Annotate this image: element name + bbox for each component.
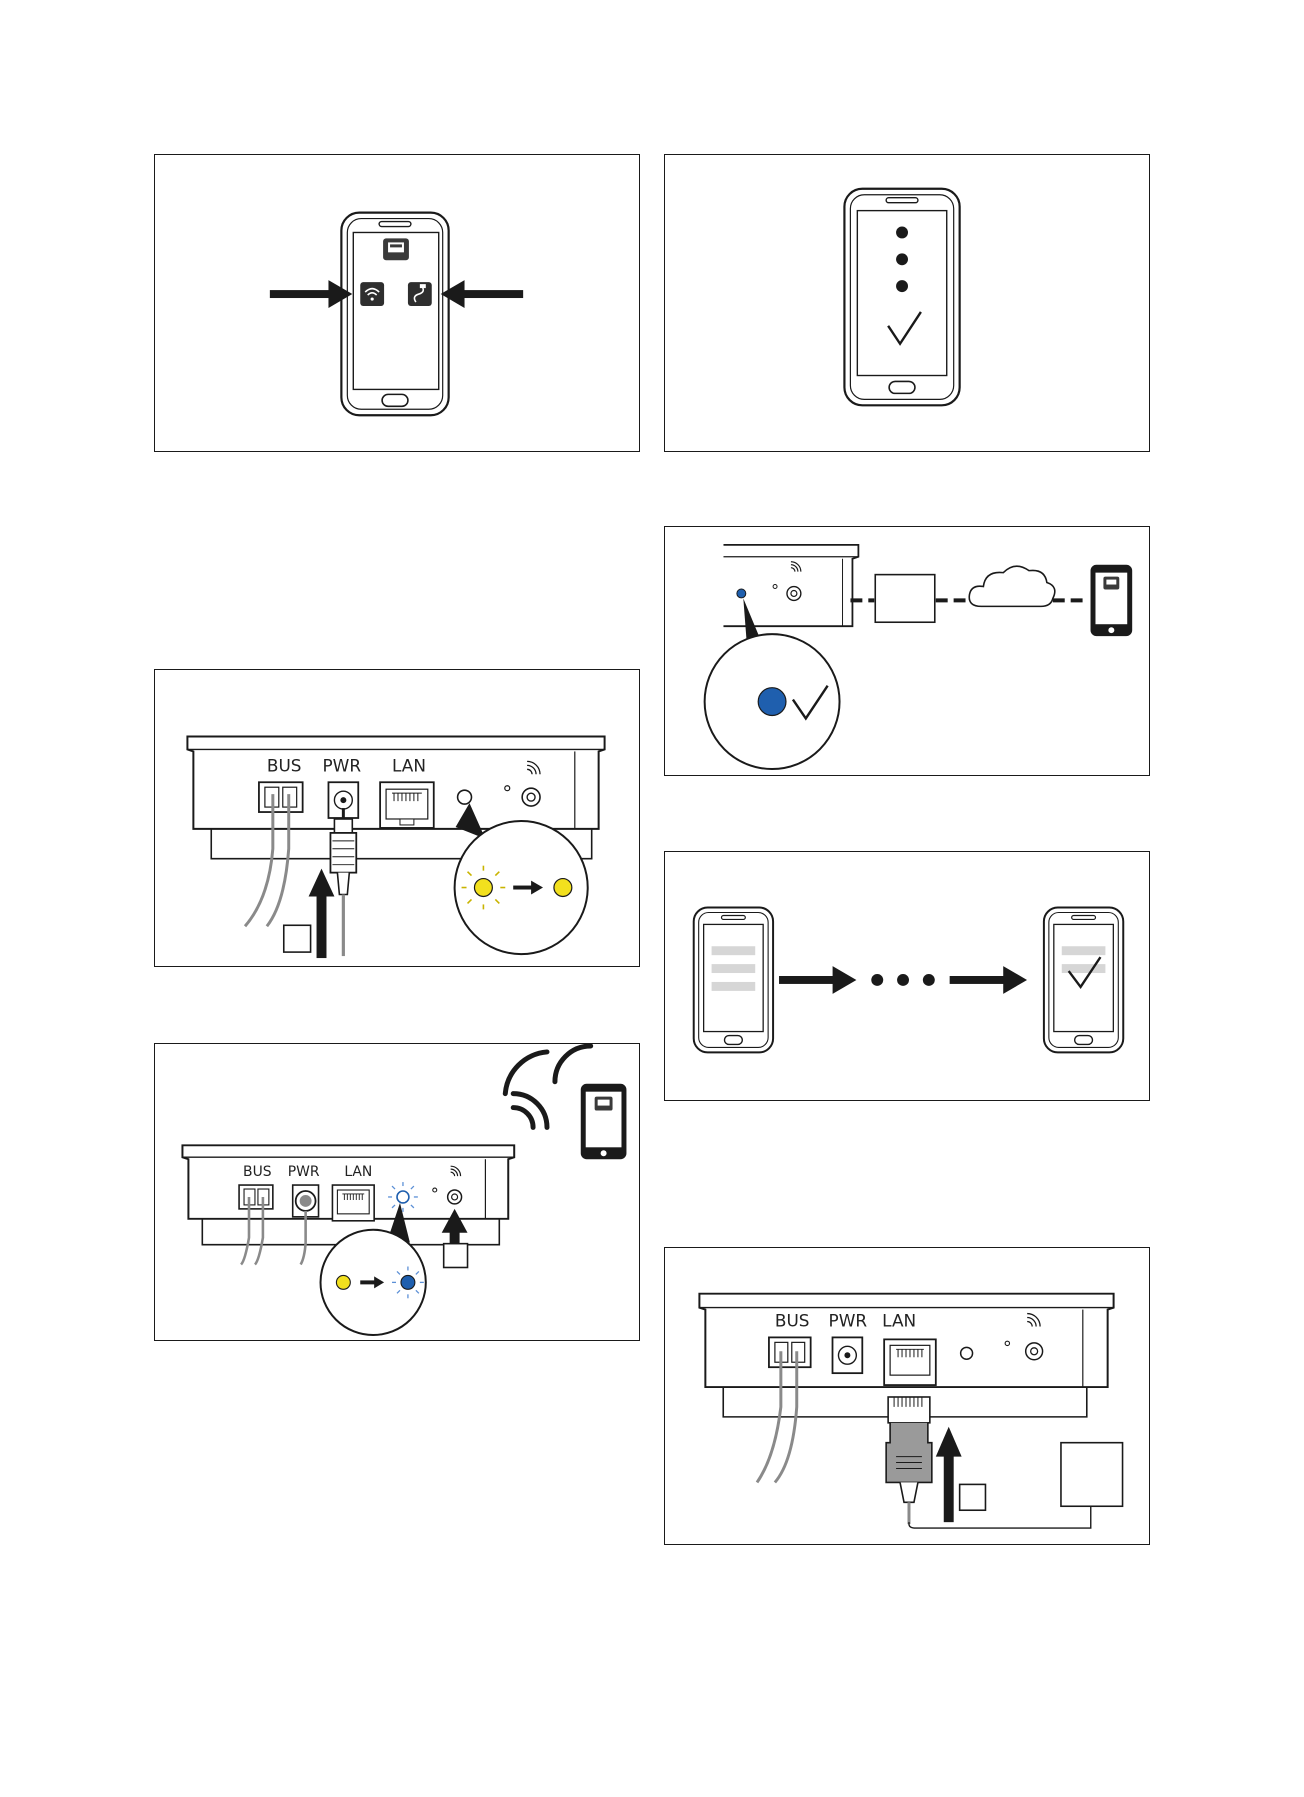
- gateway-device: [723, 545, 858, 626]
- router-box: [875, 575, 935, 623]
- port-label-bus: BUS: [243, 1164, 272, 1180]
- led-solid-blue: [758, 688, 786, 716]
- port-label-bus: BUS: [267, 755, 302, 775]
- panel-wireless-pairing: BUS PWR LAN: [154, 1043, 640, 1341]
- arrow-icon: [270, 280, 352, 308]
- led-magnifier: [321, 1203, 426, 1335]
- progress-dots: [896, 227, 908, 293]
- step-box: [960, 1484, 986, 1510]
- lan-port: [884, 1339, 936, 1385]
- bus-port: [259, 782, 303, 812]
- arrow-icon: [779, 966, 856, 994]
- arrow-icon: [950, 966, 1027, 994]
- step-box: [284, 925, 311, 952]
- smartphone-icon: [581, 1084, 627, 1159]
- smartphone-icon: [844, 189, 959, 406]
- router-box: [1061, 1443, 1123, 1507]
- arrow-icon: [441, 280, 523, 308]
- panel-app-connection-choice: [154, 154, 640, 452]
- cloud-connection-diagram: [665, 527, 1149, 775]
- led-solid-yellow: [554, 879, 572, 897]
- port-label-lan: LAN: [882, 1310, 916, 1330]
- panel-power-connection: BUS PWR LAN: [154, 669, 640, 967]
- port-label-lan: LAN: [344, 1164, 372, 1180]
- panel-cloud-connection: [664, 526, 1150, 776]
- progress-dots: [871, 974, 934, 986]
- bus-port: [769, 1337, 811, 1367]
- wifi-signal-icon: [505, 1046, 590, 1127]
- step-box: [444, 1244, 468, 1268]
- app-logo-icon: [383, 238, 409, 260]
- pwr-port: [833, 1337, 863, 1373]
- led-solid-yellow: [336, 1275, 350, 1289]
- smartphone-icon: [1044, 908, 1123, 1053]
- status-led: [961, 1347, 973, 1359]
- panel-app-setup-flow: [664, 851, 1150, 1101]
- lan-port: [380, 782, 434, 828]
- wireless-pairing-diagram: BUS PWR LAN: [155, 1044, 639, 1340]
- lan-connection-diagram: BUS PWR LAN: [665, 1248, 1149, 1544]
- cloud-icon: [969, 566, 1055, 606]
- smartphone-icon: [694, 908, 773, 1053]
- lan-port: [332, 1185, 374, 1221]
- port-label-bus: BUS: [775, 1310, 810, 1330]
- arrow-icon: [309, 869, 335, 958]
- panel-lan-connection: BUS PWR LAN: [664, 1247, 1150, 1545]
- connection-success-diagram: [665, 155, 1149, 451]
- power-plug: [330, 808, 356, 956]
- panel-connection-success: [664, 154, 1150, 452]
- lan-plug: [886, 1397, 932, 1524]
- bus-port: [239, 1185, 273, 1209]
- port-label-pwr: PWR: [323, 755, 362, 775]
- arrow-icon: [936, 1427, 962, 1522]
- power-connection-diagram: BUS PWR LAN: [155, 670, 639, 966]
- status-led: [737, 589, 746, 598]
- app-connection-choice-diagram: [155, 155, 639, 451]
- status-led: [458, 790, 472, 804]
- port-label-lan: LAN: [392, 755, 426, 775]
- smartphone-icon: [1091, 565, 1133, 636]
- cable-icon: [408, 282, 432, 306]
- wifi-icon: [360, 282, 384, 306]
- port-label-pwr: PWR: [829, 1310, 868, 1330]
- app-setup-flow-diagram: [665, 852, 1149, 1100]
- port-label-pwr: PWR: [288, 1164, 320, 1180]
